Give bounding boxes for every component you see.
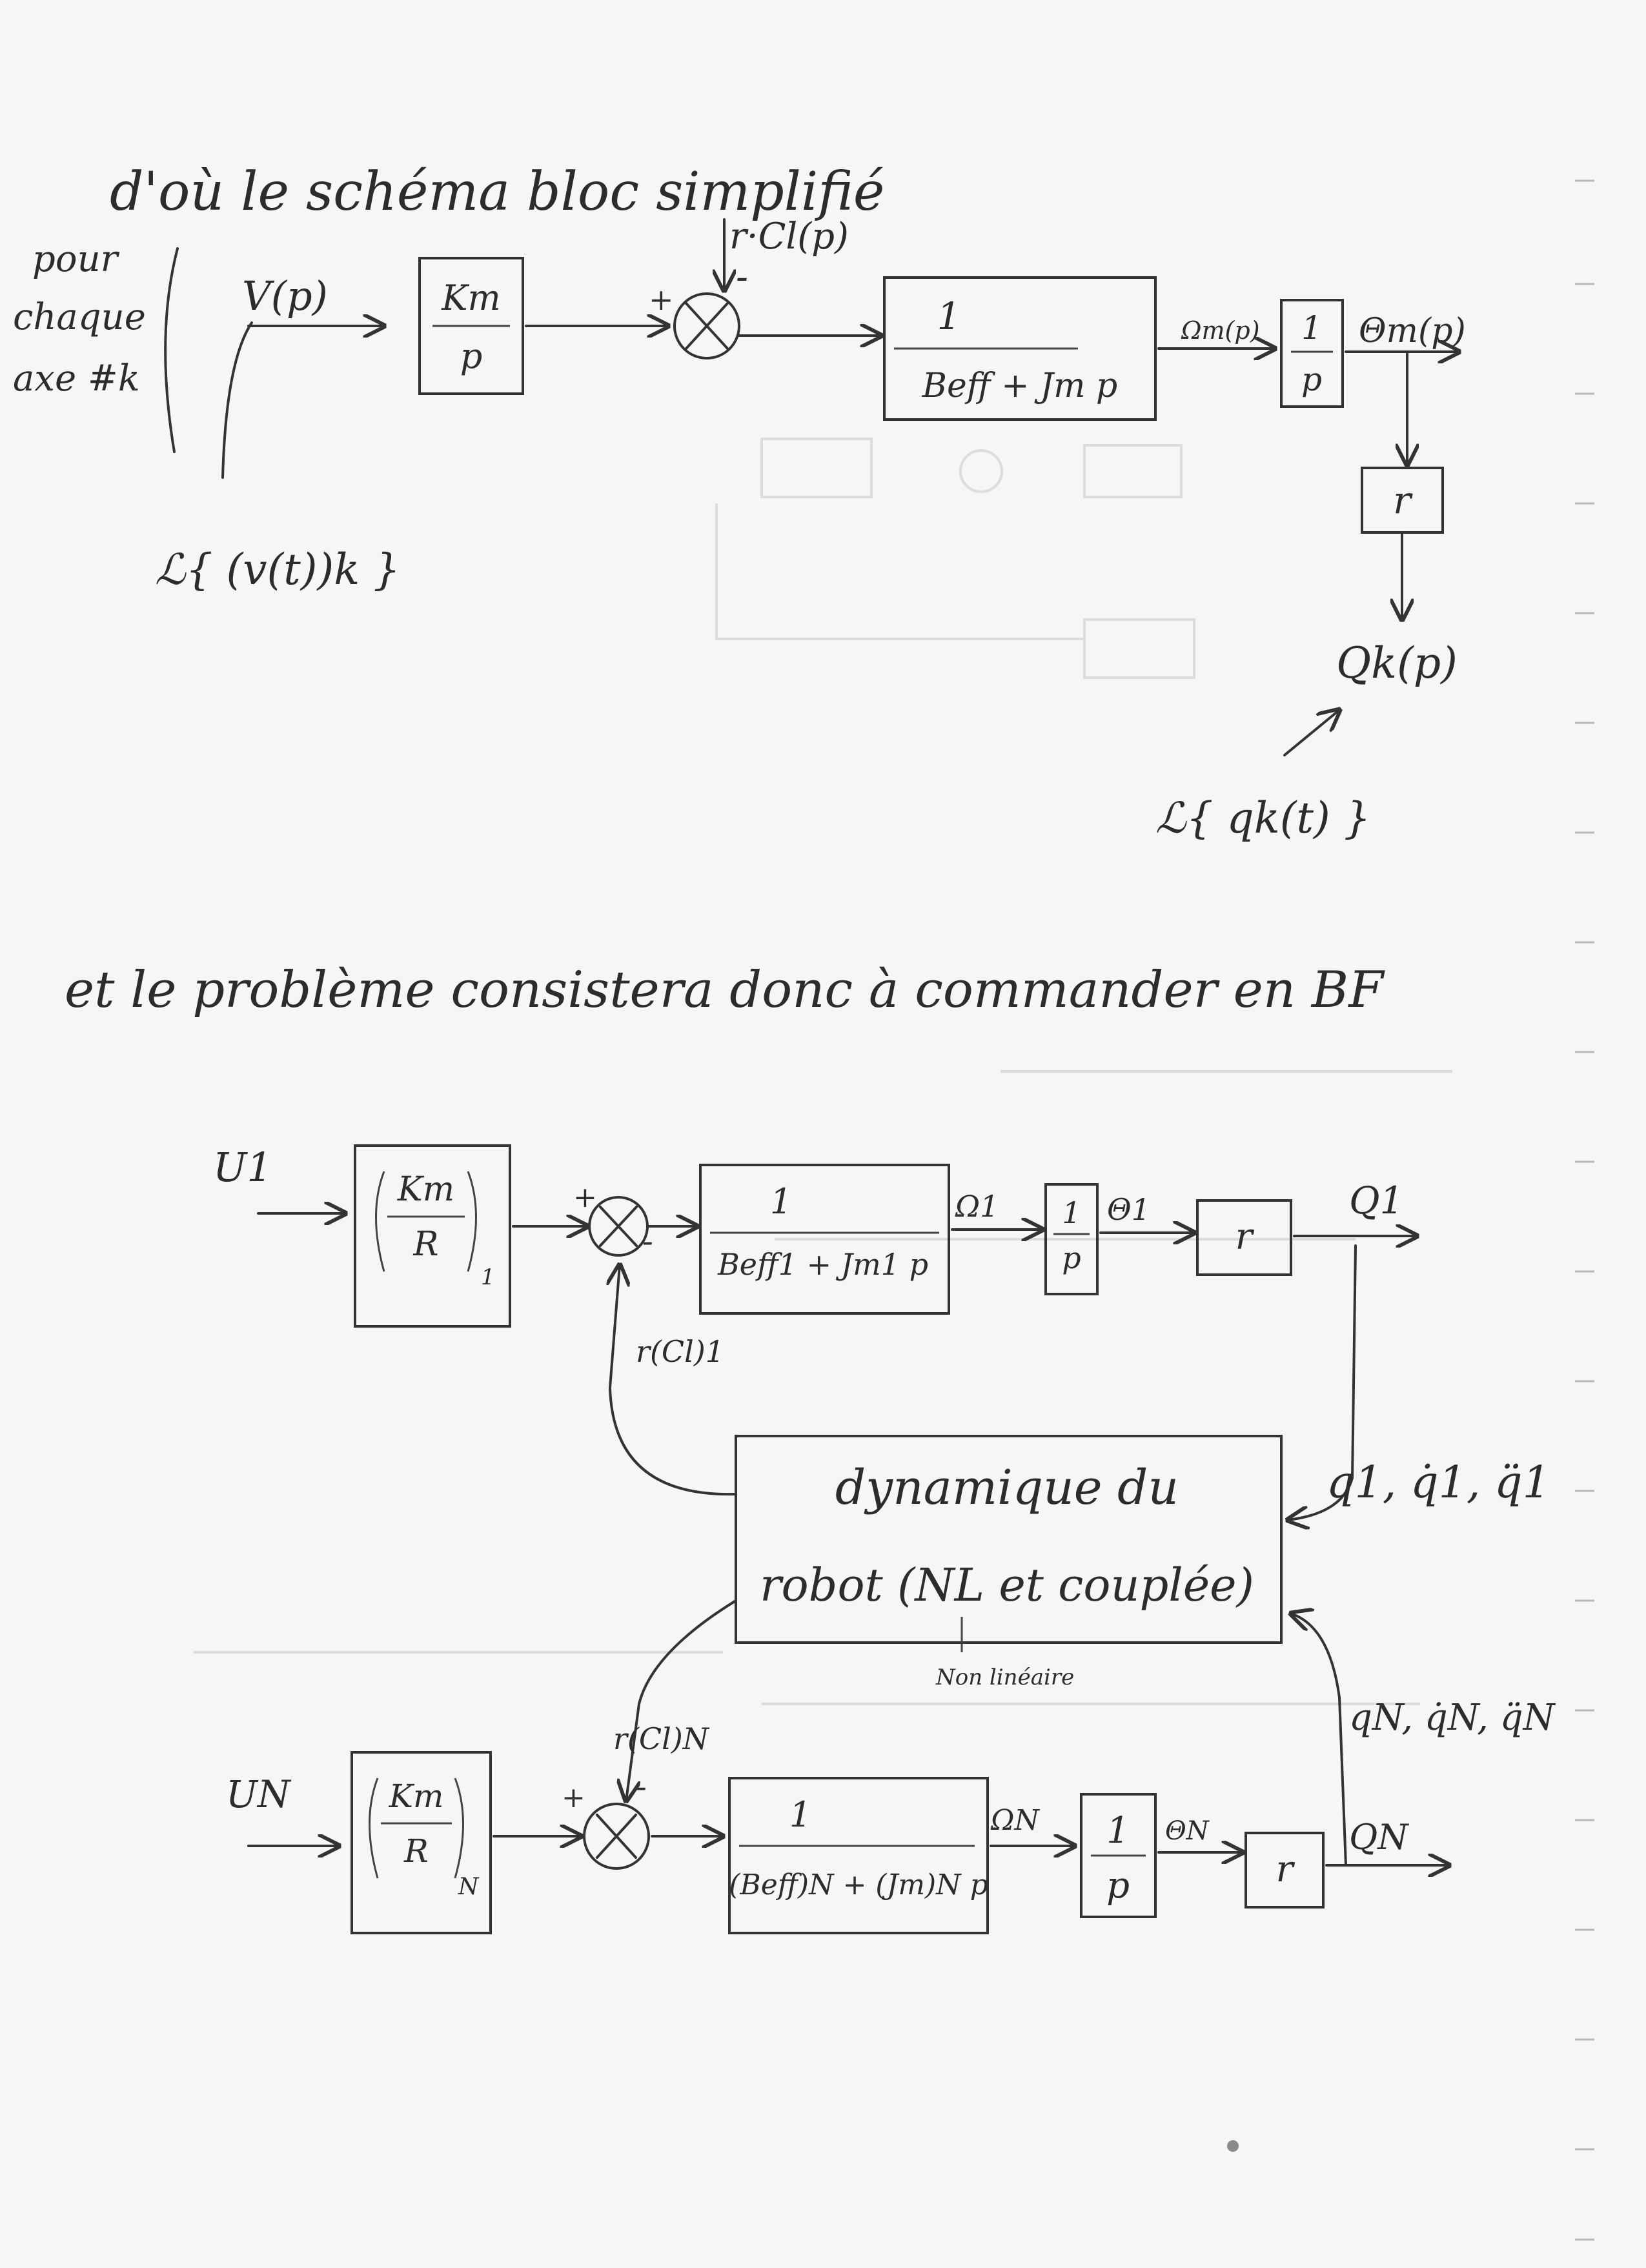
gain-numerator: Km — [441, 278, 501, 318]
axis-1-integrator-denominator: p — [1062, 1240, 1081, 1275]
axis-1-sum-plus: + — [573, 1181, 597, 1214]
axis-N-tf-numerator: 1 — [789, 1794, 811, 1835]
axis-1-state-feedback — [1288, 1244, 1357, 1520]
side-note-line-2: chaque — [13, 296, 146, 338]
axis-N-sum-minus: - — [636, 1768, 647, 1805]
sum-plus-sign: + — [649, 282, 674, 317]
axis-1-output-label: Q1 — [1349, 1179, 1403, 1222]
axis-1-gain-denominator: R — [412, 1225, 438, 1264]
axis-1-ratio-label: r — [1235, 1216, 1255, 1258]
laplace-input-label: ℒ{ (v(t))k } — [155, 545, 400, 594]
axis-N-omega-label: ΩN — [990, 1804, 1040, 1837]
side-note-brace — [164, 247, 179, 453]
axis-N-theta-label: ΘN — [1165, 1816, 1210, 1846]
axis-N-tf-denominator: (Beff)N + (Jm)N p — [729, 1868, 988, 1901]
axis-N-gain-subscript: N — [458, 1874, 480, 1900]
axis-N-input-label: UN — [226, 1772, 292, 1816]
axis-N-gain-block — [351, 1751, 492, 1934]
input-signal-label: V(p) — [242, 272, 328, 319]
axis-1-integrator-block — [1044, 1183, 1099, 1295]
integrator-block — [1280, 299, 1344, 408]
laplace-pointer — [221, 321, 253, 479]
laplace-output-label: ℒ{ qk(t) } — [1155, 793, 1371, 843]
diagram-2: U1 Km R 1 + - 1 Beff1 + Jm1 p Ω1 1 p — [213, 1144, 1556, 1934]
side-note-line-3: axe #k — [13, 358, 140, 400]
gain-denominator: p — [460, 336, 483, 376]
axis-N-ratio-block — [1245, 1832, 1325, 1909]
heading-closed-loop-problem: et le problème consistera donc à command… — [65, 961, 1385, 1019]
axis-1-omega-label: Ω1 — [955, 1189, 999, 1224]
axis-N-gain-parens — [369, 1777, 464, 1879]
axis-N-integrator-block — [1080, 1793, 1157, 1918]
robot-dynamics-line-1: dynamique du — [835, 1460, 1179, 1515]
axis-N-states-label: qN, q̇N, q̈N — [1349, 1697, 1556, 1739]
axis-N-integrator-denominator: p — [1106, 1865, 1130, 1907]
axis-N-torque-feedback — [626, 1599, 737, 1801]
axis-1-torque-label: r(Cl)1 — [636, 1334, 724, 1369]
summing-junction — [673, 292, 740, 359]
motor-tf-numerator: 1 — [937, 294, 961, 338]
diagram-1: pour chaque axe #k V(p) ℒ{ (v(t))k } Km … — [13, 216, 1466, 843]
heading-simplified-block-diagram: d'où le schéma bloc simplifié — [110, 161, 884, 223]
nonlinear-note: Non linéaire — [935, 1665, 1074, 1690]
motor-tf-denominator: Beff + Jm p — [922, 367, 1117, 405]
robot-dynamics-block — [735, 1435, 1283, 1644]
axis-N-motor-tf-block — [728, 1777, 989, 1934]
axis-1-integrator-numerator: 1 — [1062, 1195, 1081, 1230]
axis-N-gain-denominator: R — [403, 1832, 429, 1870]
axis-1-tf-denominator: Beff1 + Jm1 p — [717, 1247, 928, 1282]
integrator-numerator: 1 — [1301, 309, 1322, 347]
summing-cross — [685, 302, 729, 350]
omega-label: Ωm(p) — [1181, 316, 1260, 345]
robot-dynamics-line-2: robot (NL et couplée) — [760, 1559, 1254, 1612]
axis-N-summing-cross — [596, 1814, 637, 1859]
axis-N-integrator-numerator: 1 — [1106, 1810, 1130, 1852]
bleed-through — [194, 438, 1452, 1705]
laplace-output-pointer — [1283, 710, 1339, 756]
robot-dynamics: dynamique du robot (NL et couplée) Non l… — [735, 1435, 1556, 1739]
axis-1-tf-numerator: 1 — [770, 1181, 792, 1222]
axis-1-theta-label: Θ1 — [1107, 1192, 1150, 1227]
axis-1-gain-subscript: 1 — [481, 1264, 495, 1290]
axis-N-torque-label: r(Cl)N — [613, 1721, 710, 1756]
axis-N-chain: UN Km R N + - r(Cl)N 1 (Beff)N + (Jm)N p… — [226, 1599, 1449, 1934]
axis-N-state-feedback — [1291, 1614, 1347, 1867]
gear-ratio-label: r — [1393, 478, 1413, 522]
motor-tf-block — [883, 276, 1157, 421]
axis-1-summing-cross — [599, 1206, 638, 1247]
axis-N-sum-plus: + — [562, 1781, 585, 1814]
integrator-denominator: p — [1301, 361, 1322, 398]
axis-1-input-label: U1 — [213, 1144, 272, 1191]
axis-N-output-label: QN — [1349, 1817, 1409, 1858]
axis-1-torque-feedback — [610, 1265, 737, 1496]
axis-1-motor-tf-block — [699, 1164, 950, 1315]
page-edge-ticks — [1575, 179, 1594, 2241]
axis-1-gain-block — [354, 1144, 511, 1328]
side-note-line-1: pour — [32, 238, 120, 280]
output-label: Qk(p) — [1336, 638, 1458, 688]
axis-1-chain: U1 Km R 1 + - 1 Beff1 + Jm1 p Ω1 1 p — [213, 1144, 1417, 1520]
disturbance-label: r·Cl(p) — [729, 216, 849, 258]
gain-block — [418, 257, 524, 395]
axis-1-gain-numerator: Km — [397, 1170, 454, 1209]
theta-label: Θm(p) — [1359, 312, 1466, 350]
axis-N-gain-numerator: Km — [389, 1777, 444, 1815]
axis-1-sum-minus: - — [642, 1222, 653, 1260]
axis-1-gain-parens — [375, 1171, 477, 1272]
axis-1-ratio-block — [1196, 1199, 1292, 1276]
sum-minus-sign: - — [736, 256, 748, 298]
stray-ink-dot — [1227, 2140, 1239, 2152]
axis-1-states-label: q1, q̇1, q̈1 — [1326, 1457, 1550, 1508]
axis-N-ratio-label: r — [1276, 1848, 1295, 1890]
